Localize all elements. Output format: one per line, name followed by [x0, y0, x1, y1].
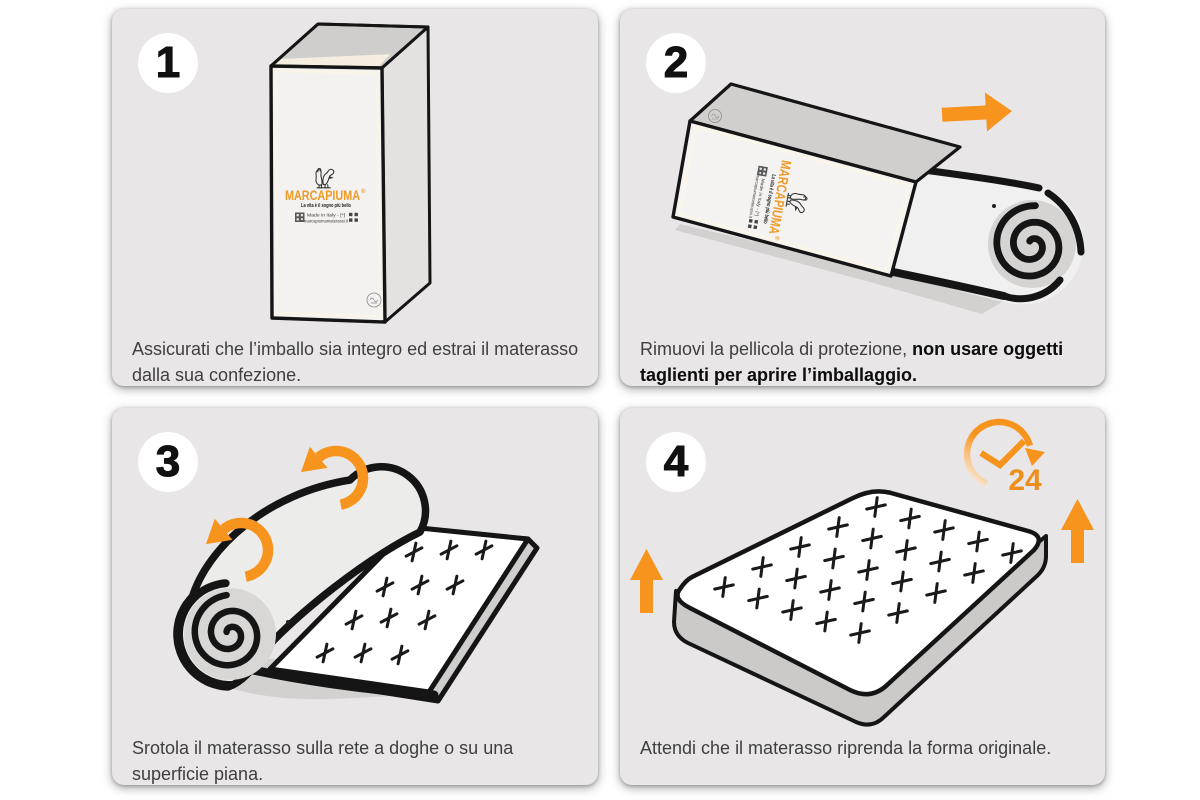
svg-text:24: 24 [1008, 464, 1042, 497]
svg-text:marcapiumamaterassi.it: marcapiumamaterassi.it [304, 218, 349, 223]
svg-text:MARCAPIUMA: MARCAPIUMA [285, 187, 360, 203]
svg-text:La vita è il sogno più bello: La vita è il sogno più bello [301, 203, 351, 209]
svg-text:Made in Italy - [*]: Made in Italy - [*] [754, 178, 766, 216]
svg-text:Made in Italy - [*]: Made in Italy - [*] [307, 213, 345, 218]
svg-text:®: ® [773, 235, 781, 241]
svg-text:®: ® [361, 188, 366, 195]
